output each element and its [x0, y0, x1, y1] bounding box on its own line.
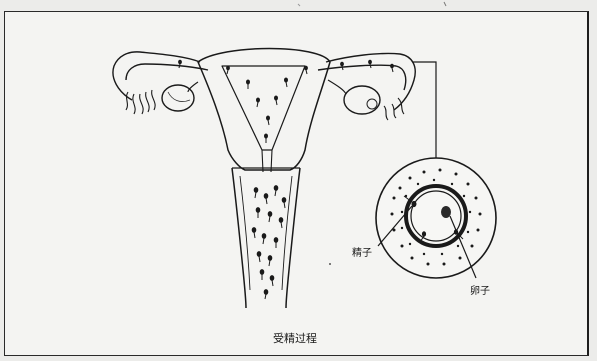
- vagina-left-wall: [232, 168, 246, 308]
- ovulating-follicle: [367, 99, 377, 109]
- right-ovarian-ligament: [328, 80, 346, 94]
- egg-membrane: [411, 191, 461, 241]
- left-tube-lower: [126, 64, 208, 80]
- sperm-cell: [275, 96, 278, 105]
- uterus: [198, 49, 330, 173]
- sperm-cell: [257, 252, 261, 262]
- sperm-cell: [305, 66, 308, 74]
- sperm-cell: [270, 276, 274, 286]
- uterine-cavity: [222, 66, 305, 150]
- sperm-cell: [274, 238, 278, 248]
- sperm-cell: [247, 80, 250, 89]
- sperm-cell: [264, 290, 268, 299]
- scan-speck: [329, 263, 331, 265]
- sperm-cell: [265, 134, 268, 143]
- scan-mark: [444, 2, 446, 6]
- sperm-cell: [256, 208, 260, 218]
- sperm-cell: [252, 228, 256, 238]
- vagina-right-wall: [286, 168, 300, 308]
- left-ovarian-ligament: [188, 82, 198, 92]
- sperm-cell: [267, 116, 270, 125]
- sperm-cell: [179, 60, 182, 68]
- uterus-outer-wall: [198, 49, 330, 171]
- sperm-cells: [179, 60, 394, 299]
- sperm-cell: [268, 212, 272, 222]
- left-fimbriae: [126, 90, 155, 114]
- sperm-cell: [257, 98, 260, 107]
- figure-caption: 受精过程: [273, 332, 317, 345]
- egg-label: 卵子: [470, 285, 490, 297]
- egg-nucleus: [441, 206, 451, 218]
- left-ovary-detail: [168, 92, 190, 102]
- vagina: [232, 168, 300, 308]
- left-fallopian-tube: [113, 52, 208, 114]
- right-fimbriae: [384, 98, 404, 120]
- sperm-cell: [274, 186, 278, 196]
- sperm-cell: [285, 78, 288, 87]
- sperm-cell: [260, 270, 264, 280]
- sperm-cell: [227, 66, 230, 74]
- sperm-cell: [268, 256, 272, 266]
- sperm-cell: [391, 64, 394, 72]
- sperm-cell: [341, 62, 344, 70]
- sperm-cell: [369, 60, 372, 68]
- cervical-canal: [262, 150, 272, 172]
- sperm-cell: [254, 188, 258, 198]
- magnified-egg-view: [376, 158, 496, 278]
- scan-mark: [298, 4, 300, 6]
- sperm-label: 精子: [352, 246, 372, 259]
- sperm-cell: [282, 198, 286, 208]
- sperm-cell: [262, 234, 266, 244]
- sperm-cell: [264, 194, 268, 204]
- sperm-cell: [279, 218, 283, 228]
